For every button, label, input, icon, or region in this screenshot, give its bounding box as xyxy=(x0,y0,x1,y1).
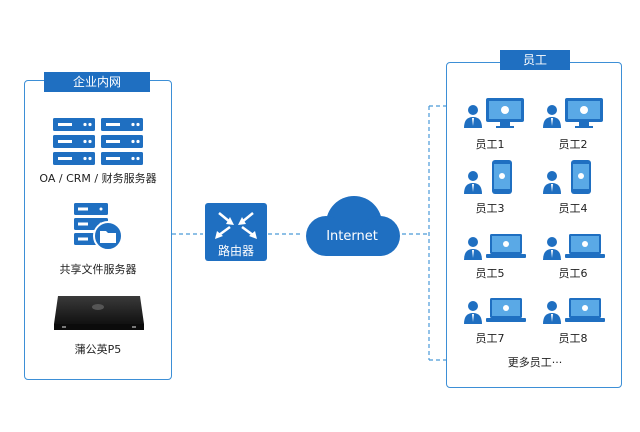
employees-title: 员工 xyxy=(500,50,570,70)
employee-label: 员工4 xyxy=(558,202,588,215)
intranet-title: 企业内网 xyxy=(44,72,150,92)
server-rack-label: OA / CRM / 财务服务器 xyxy=(39,172,157,185)
cloud-icon xyxy=(298,194,404,264)
desktop-user-icon xyxy=(543,96,605,130)
employee-label: 员工6 xyxy=(558,267,588,280)
laptop-user-icon xyxy=(543,296,605,326)
mobile-user-icon xyxy=(464,160,526,196)
more-employees-label: 更多员工··· xyxy=(507,356,563,369)
file-server-label: 共享文件服务器 xyxy=(59,263,137,276)
employee-label: 员工7 xyxy=(475,332,505,345)
laptop-user-icon xyxy=(464,232,526,262)
file-server-icon xyxy=(74,203,122,251)
router-icon xyxy=(203,203,269,263)
device-label: 蒲公英P5 xyxy=(74,343,122,356)
laptop-user-icon xyxy=(543,232,605,262)
laptop-user-icon xyxy=(464,296,526,326)
hardware-device-icon xyxy=(52,294,146,334)
mobile-user-icon xyxy=(543,160,605,196)
employee-label: 员工3 xyxy=(475,202,505,215)
employee-label: 员工2 xyxy=(558,138,588,151)
employee-label: 员工5 xyxy=(475,267,505,280)
server-rack-icon xyxy=(53,118,143,166)
employee-label: 员工8 xyxy=(558,332,588,345)
cloud-label: Internet xyxy=(326,229,378,244)
desktop-user-icon xyxy=(464,96,526,130)
router-label: 路由器 xyxy=(217,244,254,258)
employee-label: 员工1 xyxy=(475,138,505,151)
